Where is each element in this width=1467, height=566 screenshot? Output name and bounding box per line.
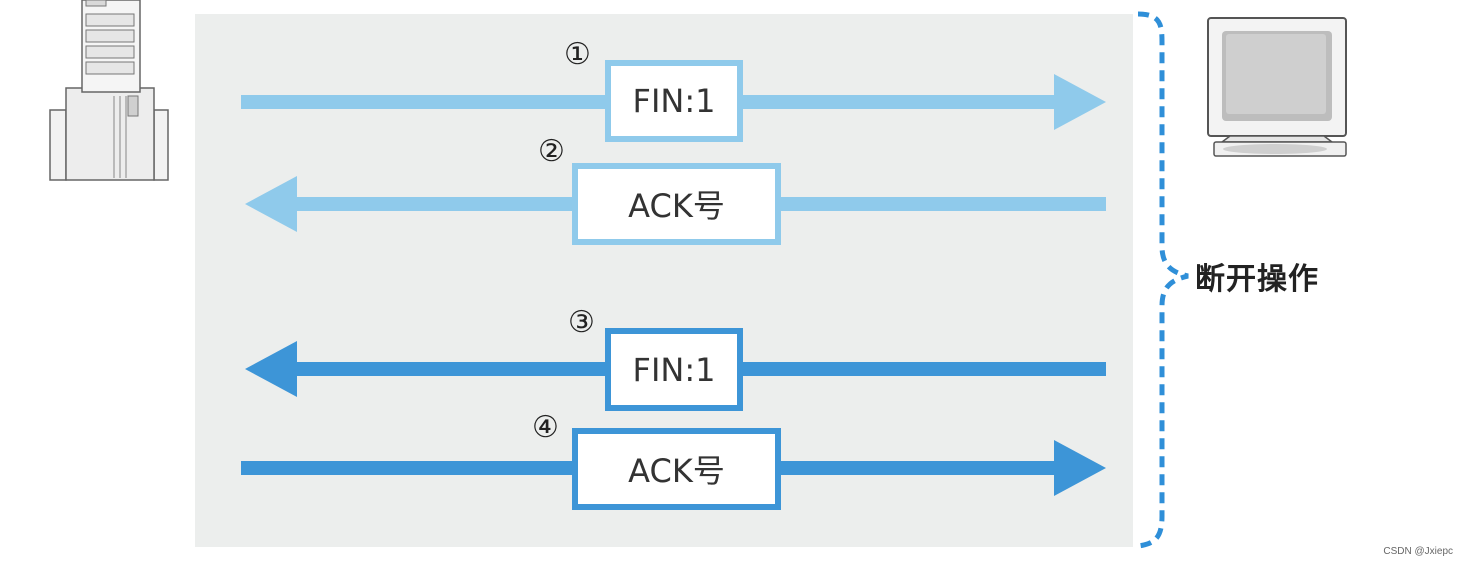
step-number-4: ④ [532,410,559,445]
arrow-head [245,176,297,232]
watermark: CSDN @Jxiepc [1383,546,1453,557]
disconnect-label: 断开操作 [1195,262,1319,297]
server-tower-icon [49,0,169,181]
bracket-brace [1137,11,1189,549]
step-number-2: ② [538,134,565,169]
segment-label-ack-2: ACK号 [572,428,781,510]
segment-label-fin-2: FIN:1 [605,328,743,411]
segment-label-ack-1: ACK号 [572,163,781,245]
arrow-head [245,341,297,397]
arrow-head [1054,440,1106,496]
segment-label-fin-1: FIN:1 [605,60,743,142]
arrow-head [1054,74,1106,130]
computer-monitor-icon [1207,17,1347,157]
step-number-1: ① [564,37,591,72]
step-number-3: ③ [568,305,595,340]
